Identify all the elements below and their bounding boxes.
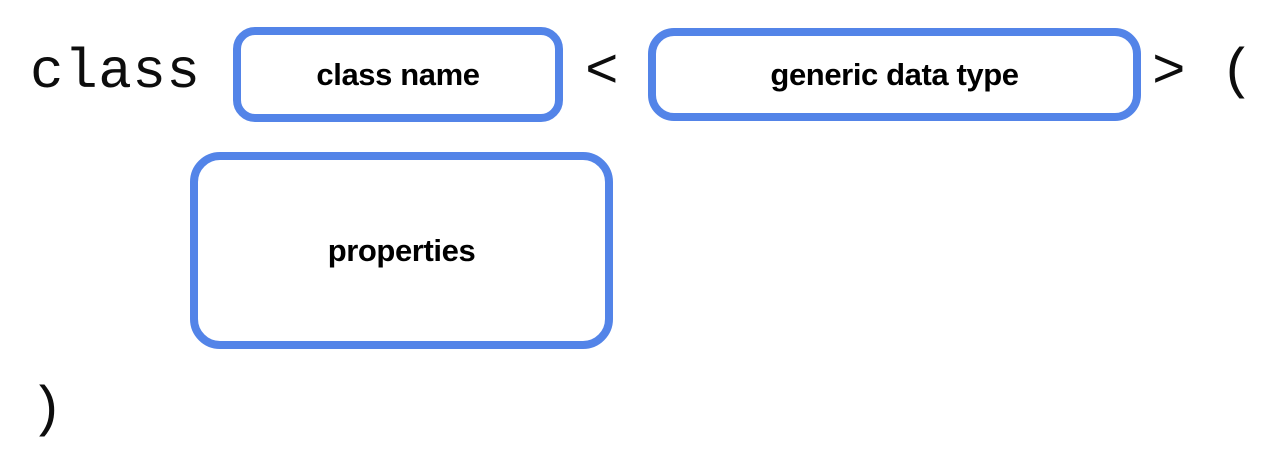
slot-class-name-label: class name xyxy=(316,57,480,92)
code-paren-close: ) xyxy=(30,378,65,442)
code-angle-open: < xyxy=(585,40,620,104)
slot-properties[interactable]: properties xyxy=(190,152,613,349)
slot-properties-label: properties xyxy=(327,233,476,268)
code-keyword-class: class xyxy=(30,40,201,104)
code-angle-close-paren-open: > ( xyxy=(1152,40,1255,104)
slot-generic-data-type[interactable]: generic data type xyxy=(648,28,1141,121)
slot-generic-data-type-label: generic data type xyxy=(770,57,1019,92)
slot-class-name[interactable]: class name xyxy=(233,27,563,122)
